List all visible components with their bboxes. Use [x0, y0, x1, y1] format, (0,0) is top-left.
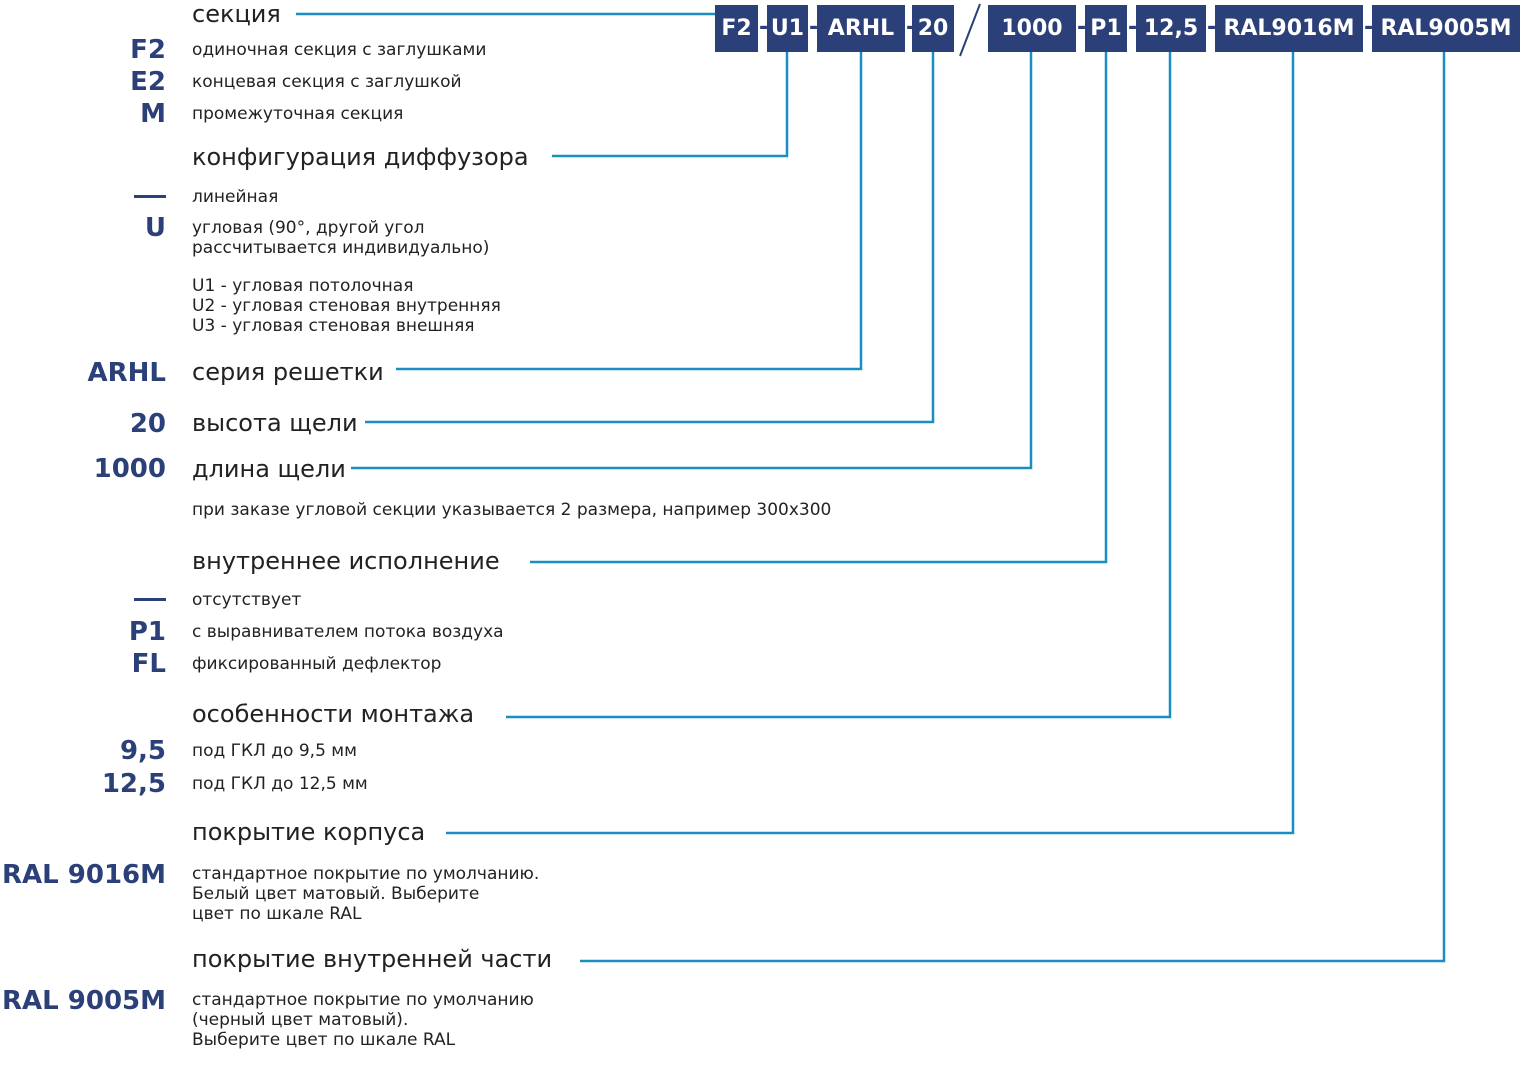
heading-inner: внутреннее исполнение — [192, 547, 500, 575]
heading-series: серия решетки — [192, 358, 384, 386]
option-code: E2 — [130, 67, 166, 97]
code-box-mount: 12,5 — [1136, 5, 1206, 52]
heading-length: длина щели — [192, 455, 346, 483]
connector-mount — [506, 52, 1172, 719]
code-separator: - — [1128, 15, 1138, 40]
option-text: одиночная секция с заглушками — [192, 40, 487, 60]
option-code: F2 — [130, 35, 166, 65]
connector-body-coat — [446, 52, 1295, 835]
code-separator: - — [1077, 15, 1087, 40]
length-code: 1000 — [93, 454, 166, 484]
heading-body-coat: покрытие корпуса — [192, 818, 426, 846]
connector-length — [351, 52, 1033, 470]
option-text: под ГКЛ до 9,5 мм — [192, 741, 357, 761]
connector-inner — [530, 52, 1108, 564]
dash-none-marker — [134, 195, 166, 198]
code-box-inner-coat: RAL9005M — [1372, 5, 1520, 52]
heading-mount: особенности монтажа — [192, 700, 475, 728]
option-text: линейная — [192, 187, 279, 207]
body-coat-text: стандартное покрытие по умолчанию. Белый… — [192, 864, 540, 924]
connector-height — [365, 52, 935, 424]
variants-list: U1 - угловая потолочная U2 - угловая сте… — [192, 276, 501, 336]
code-box-series: ARHL — [817, 5, 905, 52]
option-text: фиксированный дефлектор — [192, 654, 442, 674]
code-separator: - — [809, 15, 819, 40]
option-text: угловая (90°, другой угол рассчитывается… — [192, 218, 490, 258]
series-code: ARHL — [87, 358, 166, 388]
code-separator: - — [1364, 15, 1374, 40]
option-code: P1 — [128, 617, 166, 647]
code-box-height: 20 — [912, 5, 954, 52]
option-code: FL — [131, 649, 166, 679]
code-box-inner: P1 — [1085, 5, 1127, 52]
length-note: при заказе угловой секции указывается 2 … — [192, 500, 832, 520]
heading-height: высота щели — [192, 409, 358, 437]
option-code: M — [140, 99, 166, 129]
option-code: 9,5 — [119, 736, 166, 766]
inner-coat-code: RAL 9005M — [2, 986, 166, 1016]
connector-config — [552, 52, 789, 158]
code-separator: - — [906, 15, 916, 40]
connector-series — [396, 52, 863, 371]
code-box-length: 1000 — [988, 5, 1076, 52]
inner-coat-text: стандартное покрытие по умолчанию (черны… — [192, 990, 534, 1050]
option-text: промежуточная секция — [192, 104, 404, 124]
option-text: концевая секция с заглушкой — [192, 72, 462, 92]
dash-none-marker — [134, 598, 166, 601]
heading-config: конфигурация диффузора — [192, 143, 529, 171]
height-code: 20 — [129, 409, 166, 439]
connector-inner-coat — [580, 52, 1446, 963]
code-box-section: F2 — [715, 5, 758, 52]
code-box-body-coat: RAL9016M — [1215, 5, 1363, 52]
option-text: под ГКЛ до 12,5 мм — [192, 774, 368, 794]
option-code: U — [144, 213, 166, 243]
option-code: 12,5 — [101, 769, 166, 799]
code-box-config: U1 — [767, 5, 808, 52]
heading-inner-coat: покрытие внутренней части — [192, 945, 553, 973]
heading-section: секция — [192, 0, 281, 28]
body-coat-code: RAL 9016M — [2, 860, 166, 890]
option-text: отсутствует — [192, 590, 302, 610]
code-separator: - — [1207, 15, 1217, 40]
slash-divider — [959, 3, 981, 57]
option-text: с выравнивателем потока воздуха — [192, 622, 504, 642]
code-separator: - — [759, 15, 769, 40]
